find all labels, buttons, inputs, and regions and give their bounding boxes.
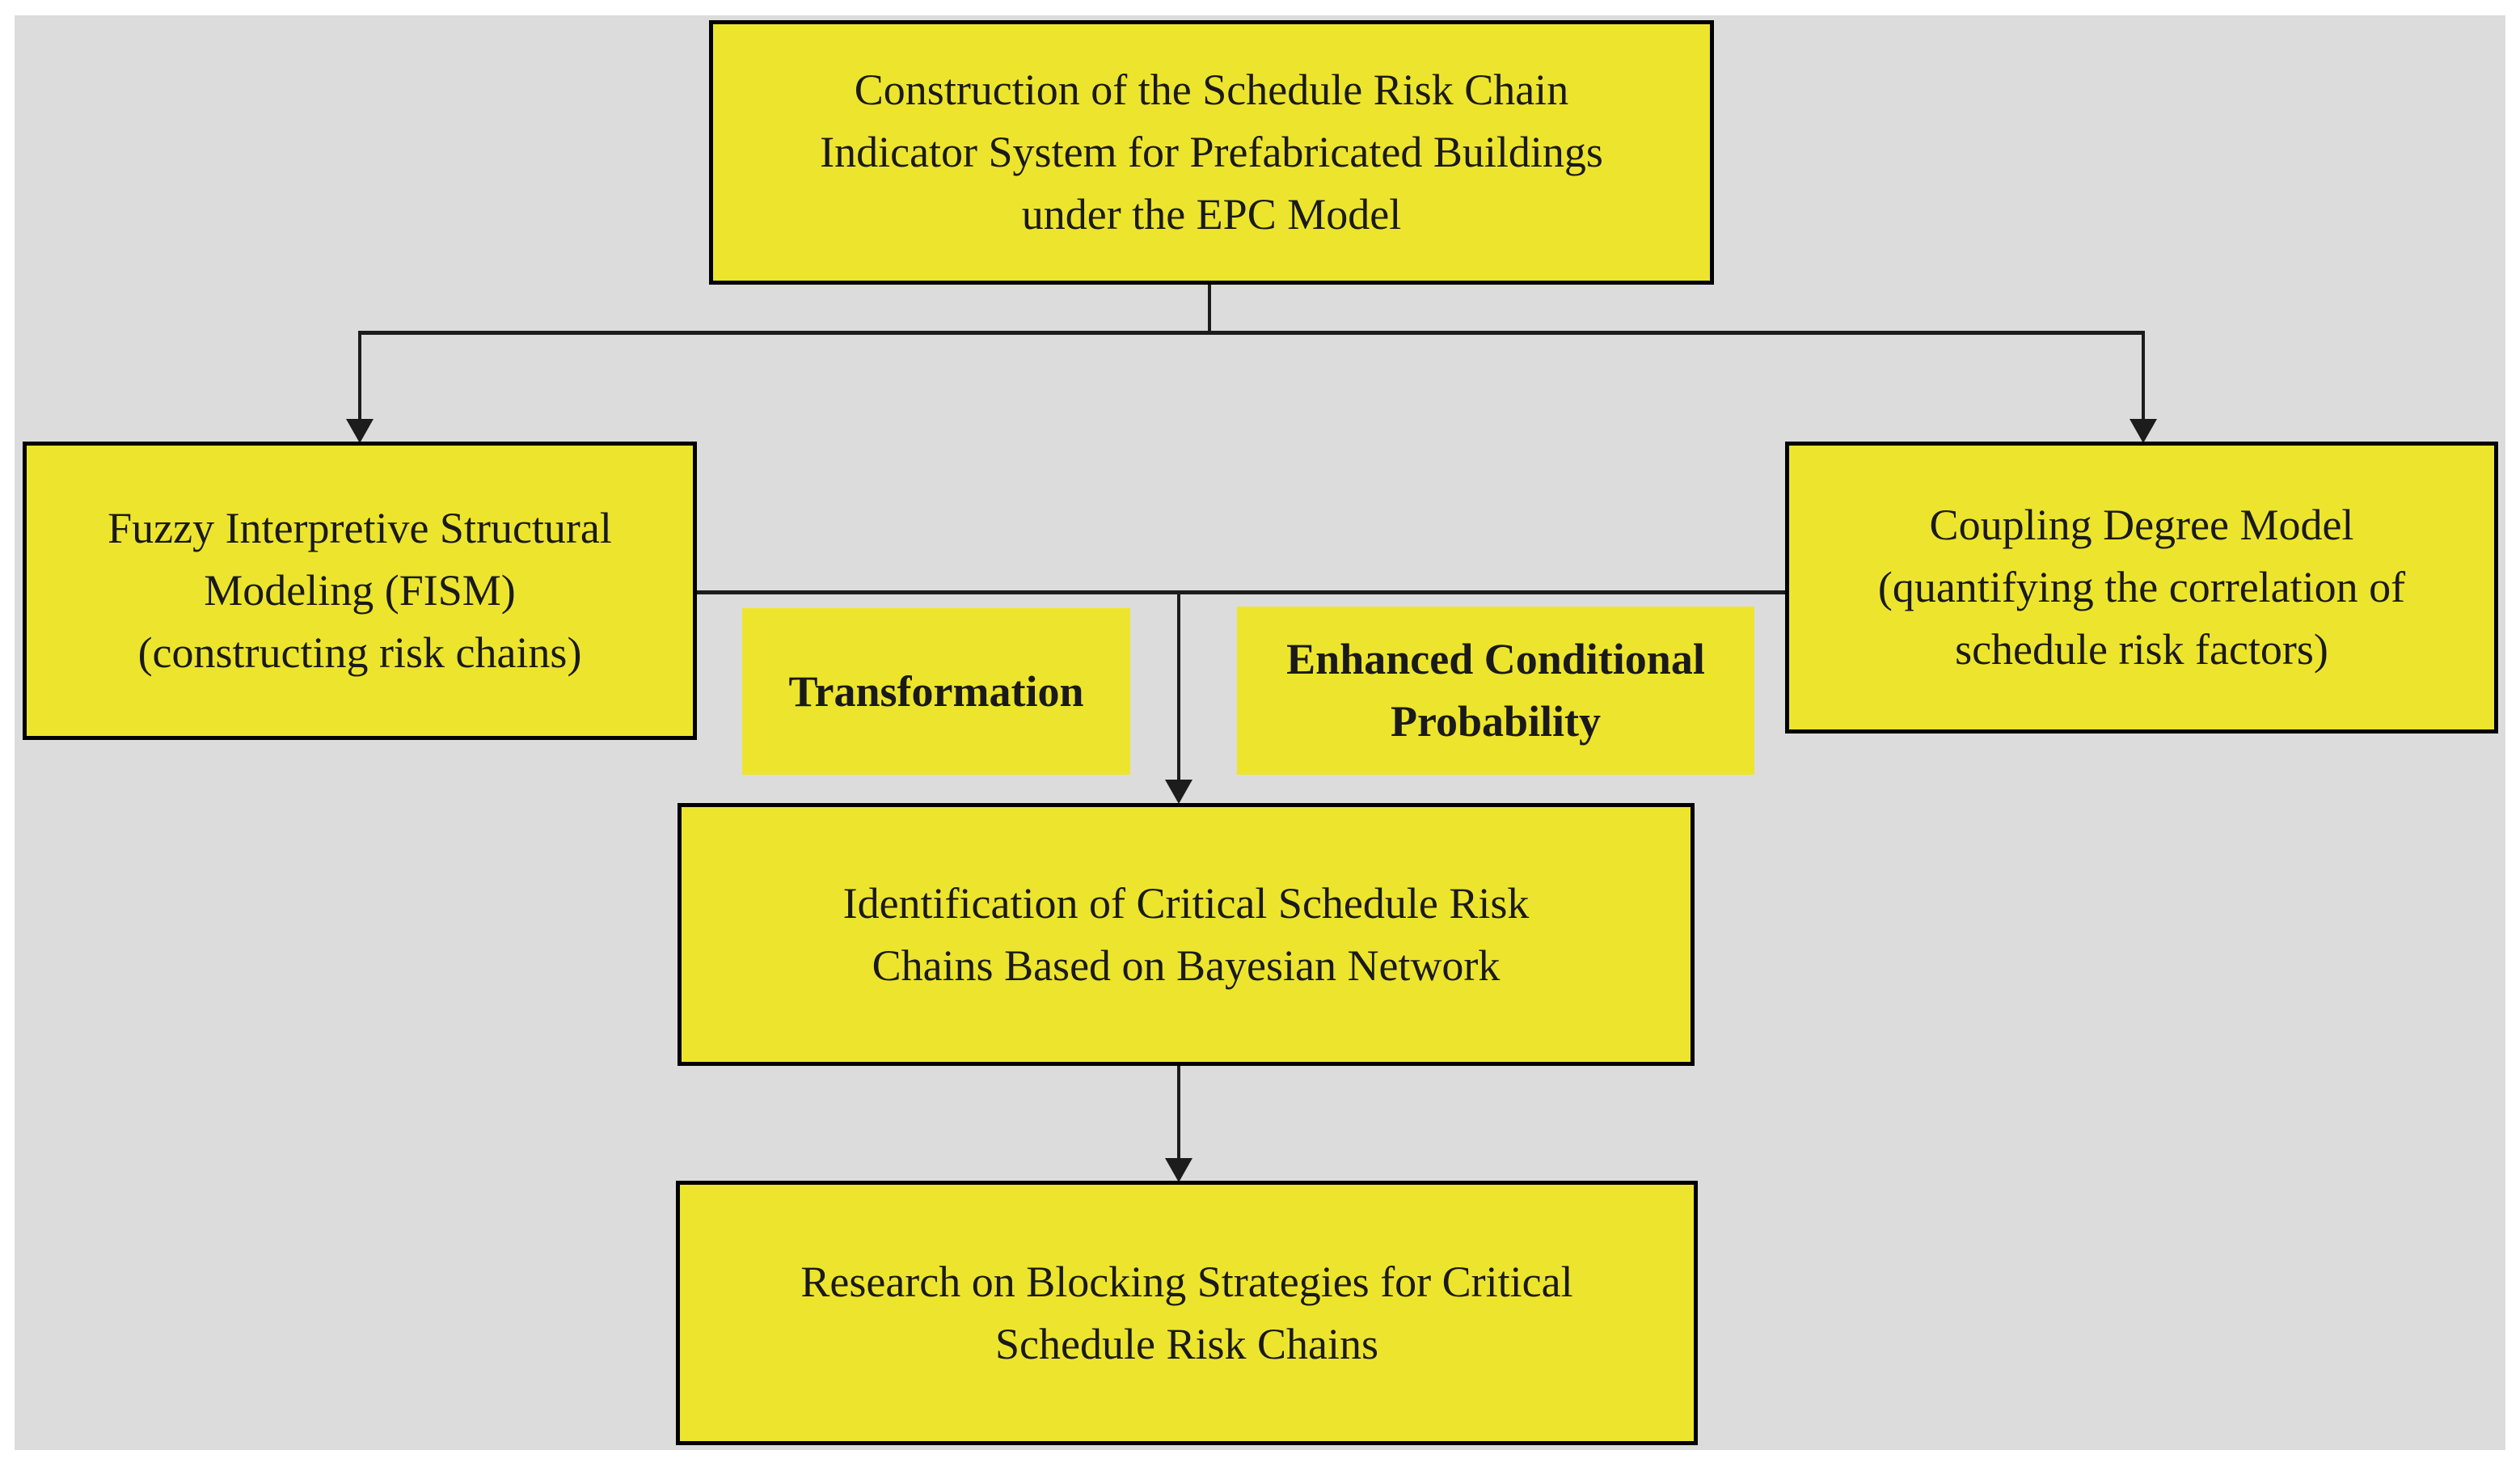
arrowhead-down-icon: [2130, 419, 2157, 443]
node-construction-indicator-system: Construction of the Schedule Risk Chain …: [709, 20, 1714, 285]
label-text-transformation: Transformation: [788, 666, 1084, 716]
connector-middle-horizontal: [695, 590, 1787, 594]
arrowhead-down-icon: [1165, 780, 1192, 804]
label-transformation: Transformation: [742, 608, 1130, 775]
label-enhanced-conditional-probability: Enhanced Conditional Probability: [1237, 607, 1754, 775]
connector-split-horizontal: [358, 331, 2145, 335]
connector-top-vertical: [1208, 285, 1211, 333]
connector-middle-vertical: [1177, 590, 1180, 780]
connector-right-vertical: [2142, 331, 2145, 420]
label-text-enhanced: Enhanced Conditional Probability: [1286, 635, 1705, 746]
node-coupling-degree-model: Coupling Degree Model (quantifying the c…: [1785, 442, 2498, 734]
connector-left-vertical: [358, 331, 361, 420]
node-text-research: Research on Blocking Strategies for Crit…: [800, 1257, 1573, 1368]
arrowhead-down-icon: [346, 419, 374, 443]
node-text-identification: Identification of Critical Schedule Risk…: [842, 878, 1530, 990]
node-identification-bayesian-network: Identification of Critical Schedule Risk…: [677, 803, 1695, 1066]
node-research-blocking-strategies: Research on Blocking Strategies for Crit…: [676, 1181, 1698, 1445]
node-fism: Fuzzy Interpretive Structural Modeling (…: [23, 442, 697, 740]
node-text-construction: Construction of the Schedule Risk Chain …: [820, 66, 1603, 239]
connector-bottom-vertical: [1177, 1066, 1180, 1160]
arrowhead-down-icon: [1165, 1158, 1192, 1182]
node-text-fism: Fuzzy Interpretive Structural Modeling (…: [108, 504, 612, 677]
node-text-coupling: Coupling Degree Model (quantifying the c…: [1877, 501, 2406, 674]
